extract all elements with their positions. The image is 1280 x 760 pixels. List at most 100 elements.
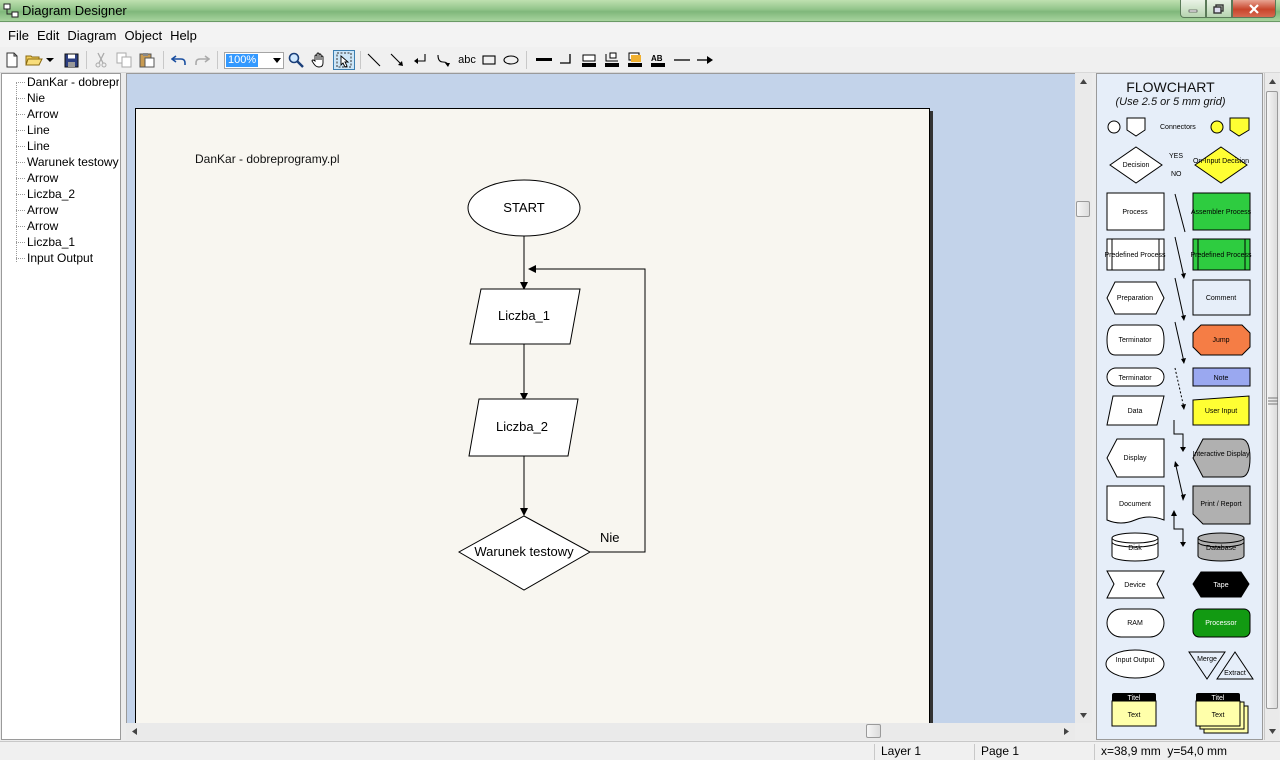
new-file-icon[interactable] [3,51,21,69]
offpage-connector-shape[interactable] [1126,117,1146,137]
processor-shape[interactable] [1192,608,1251,638]
note-shape[interactable] [1192,367,1251,387]
minimize-button[interactable] [1180,0,1206,18]
zoom-select[interactable]: 100% [224,52,284,69]
undo-icon[interactable] [170,51,188,69]
palette-scroll-thumb[interactable] [1266,91,1278,709]
tree-item[interactable]: DanKar - dobrepr [27,75,119,89]
canvas-vertical-scrollbar[interactable] [1075,73,1092,723]
tree-item[interactable]: Input Output [27,251,94,265]
process-shape[interactable] [1106,192,1165,231]
device-shape[interactable] [1106,570,1165,599]
line-tool-icon[interactable] [365,51,383,69]
online-decision-shape[interactable] [1194,146,1248,184]
extract-shape[interactable] [1216,651,1254,680]
offpage-connector-yellow-shape[interactable] [1229,117,1250,137]
palette-line-tool[interactable] [1174,193,1186,233]
save-icon[interactable] [62,51,80,69]
document-shape[interactable] [1106,485,1165,524]
drawing-canvas[interactable]: DanKar - dobreprogramy.pl START Liczba_1… [126,73,1075,723]
line-width-icon[interactable] [535,51,553,69]
tree-item[interactable]: Arrow [27,219,59,233]
connector-tool-icon[interactable] [411,51,429,69]
menu-file[interactable]: File [8,27,29,43]
line-corner-icon[interactable] [556,51,574,69]
rectangle-tool-icon[interactable] [480,51,498,69]
disk-shape[interactable] [1111,538,1159,562]
diagram-header-text[interactable]: DanKar - dobreprogramy.pl [195,152,340,166]
tree-item[interactable]: Line [27,123,50,137]
tree-item[interactable]: Arrow [27,171,59,185]
tape-shape[interactable] [1192,571,1250,598]
open-folder-icon[interactable] [25,51,43,69]
close-button[interactable] [1232,0,1276,18]
no-label[interactable]: Nie [600,530,620,545]
tree-item[interactable]: Arrow [27,107,59,121]
palette-dashed-arrow-tool[interactable] [1174,367,1185,409]
tree-item[interactable]: Liczba_2 [27,187,76,201]
hand-pan-icon[interactable] [310,51,328,69]
tree-item[interactable]: Line [27,139,50,153]
display-shape[interactable] [1106,438,1165,478]
preparation-shape[interactable] [1106,281,1165,315]
menu-help[interactable]: Help [170,27,197,43]
assembler-process-shape[interactable] [1192,192,1251,231]
palette-arrow-tool-3[interactable] [1174,321,1185,363]
stacked-titel-text-shape[interactable] [1195,700,1241,727]
menu-object[interactable]: Object [124,27,163,43]
menu-diagram[interactable]: Diagram [67,27,117,43]
palette-arrow-tool-2[interactable] [1174,277,1185,320]
arrow-style-icon[interactable] [696,51,714,69]
vertical-scroll-thumb[interactable] [1076,201,1090,217]
palette-arrow-tool[interactable] [1174,236,1185,278]
predefined-process-green-shape[interactable] [1192,238,1251,271]
merge-shape[interactable] [1188,651,1226,680]
tree-item[interactable]: Arrow [27,203,59,217]
zoom-magnifier-icon[interactable] [287,51,305,69]
tree-item[interactable]: Liczba_1 [27,235,76,249]
select-pointer-icon[interactable] [333,50,355,70]
jump-shape[interactable] [1192,324,1251,356]
dropdown-arrow-icon[interactable] [44,51,56,69]
database-shape[interactable] [1197,538,1245,562]
arrow-tool-icon[interactable] [388,51,406,69]
input-box-liczba1[interactable] [469,288,581,345]
diagram-page[interactable]: DanKar - dobreprogramy.pl START Liczba_1… [135,108,930,723]
fill-color-icon[interactable] [580,51,598,69]
paste-icon[interactable] [138,51,156,69]
tree-item[interactable]: Nie [27,91,46,105]
loop-back-line[interactable] [534,268,646,553]
decision-palette-shape[interactable] [1109,146,1163,184]
ram-shape[interactable] [1106,608,1165,638]
connector-circle-yellow-shape[interactable] [1210,120,1224,134]
connector-circle-shape[interactable] [1107,120,1121,134]
palette-double-arrow-tool[interactable] [1175,465,1184,498]
input-box-liczba2[interactable] [468,398,579,457]
interactive-display-shape[interactable] [1192,438,1251,478]
canvas-horizontal-scrollbar[interactable] [126,723,1075,740]
line-style-icon[interactable] [673,51,691,69]
titel-text-shape[interactable] [1111,700,1157,727]
tree-item[interactable]: Warunek testowy [27,155,119,169]
terminator-rounded-shape[interactable] [1106,367,1165,387]
user-input-shape[interactable] [1192,395,1250,426]
ellipse-tool-icon[interactable] [502,51,520,69]
horizontal-scroll-thumb[interactable] [866,724,881,738]
maximize-button[interactable] [1206,0,1232,18]
copy-icon[interactable] [115,51,133,69]
comment-shape[interactable] [1192,279,1251,316]
curve-tool-icon[interactable] [434,51,452,69]
line-color-icon[interactable] [603,51,621,69]
decision-shape[interactable] [457,515,592,591]
predefined-process-shape[interactable] [1106,238,1165,271]
print-report-shape[interactable] [1192,485,1251,525]
data-shape[interactable] [1106,395,1165,426]
palette-connector-tool-2[interactable] [1173,514,1184,544]
font-color-icon[interactable]: AB [649,51,667,69]
palette-connector-tool[interactable] [1173,420,1184,449]
terminator-shape[interactable] [1106,324,1165,356]
text-tool-icon[interactable]: abc [456,51,478,69]
input-output-shape[interactable] [1105,649,1165,679]
menu-edit[interactable]: Edit [36,27,60,43]
shadow-icon[interactable] [626,51,644,69]
